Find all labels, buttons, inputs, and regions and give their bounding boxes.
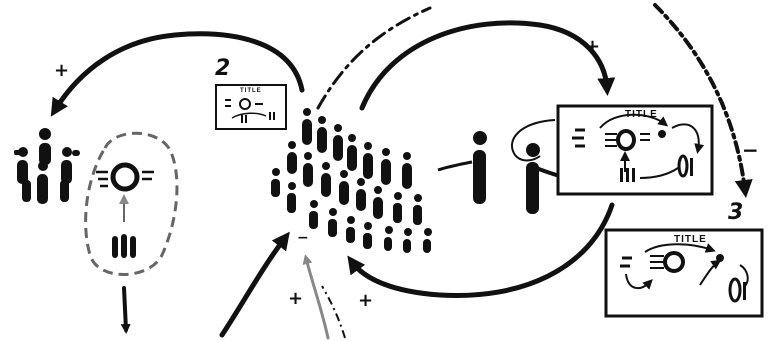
left-people-group [14,128,80,204]
dashed-head-outline [84,131,179,276]
crowd [271,108,432,253]
plus-sign-top-left: + [54,60,70,81]
step-3-label: 3 [728,200,744,225]
arrow-down-from-group [120,286,131,334]
minus-sign-right: − [742,138,759,162]
presenter-board-title: TITLE [625,109,658,120]
plus-sign-bottom-a: + [288,288,304,309]
arrow-grey-into-crowd [302,254,330,340]
head-contents [96,162,154,258]
small-board-title: TITLE [240,88,262,94]
arrow-to-board-3 [653,3,753,198]
arrow-into-crowd-left [219,231,290,338]
presenter-board [556,104,714,196]
arrow-dash-dot-bottom [321,285,346,339]
arrow-crowd-to-left-group [50,31,305,117]
step-2-label: 2 [215,56,231,81]
board-3-title: TITLE [674,234,707,245]
plus-sign-top-right: + [585,36,601,57]
minus-sign-crowd: − [297,230,309,246]
arrow-presenter-to-crowd [347,202,615,299]
arrow-dash-dot-top [316,6,432,110]
plus-sign-bottom-b: + [358,290,374,311]
board-3 [604,228,764,318]
arrow-crowd-to-presenter [359,20,616,111]
speaker-gesture-line [437,160,473,172]
speaker-figure [473,131,487,204]
small-board [215,84,287,130]
presenter-loop [510,119,556,162]
